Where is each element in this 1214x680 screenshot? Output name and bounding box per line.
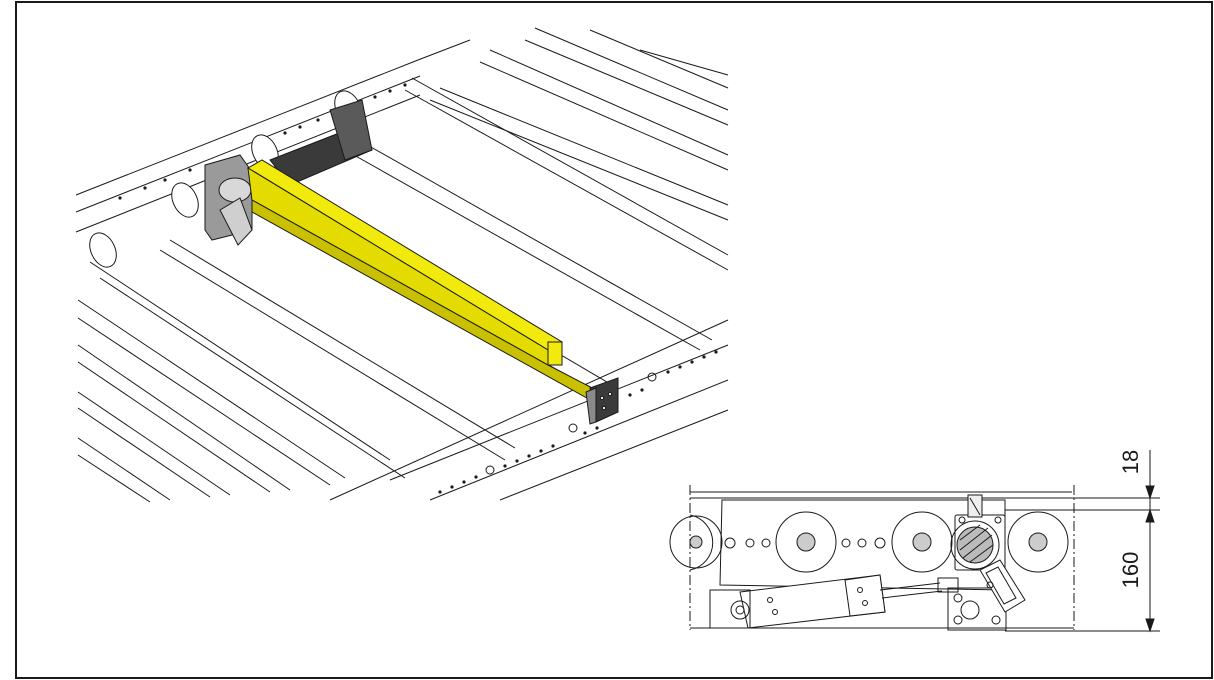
dim-arrow-160-top xyxy=(1145,508,1155,523)
right-end-bracket xyxy=(585,377,619,425)
far-rail-lower xyxy=(75,75,421,213)
far-rail-extension xyxy=(417,39,471,61)
far-rail-upper xyxy=(75,59,419,196)
far-rail-holes xyxy=(118,83,407,200)
sheet-border xyxy=(15,1,1213,679)
actuator-assembly xyxy=(204,99,373,246)
cylinder-mount xyxy=(329,99,373,161)
stopper-bar-top xyxy=(247,159,563,351)
lever-pivot xyxy=(218,177,252,203)
stopper-bar-shaft xyxy=(251,199,601,403)
roller-lines xyxy=(77,27,729,503)
near-rail-bolts xyxy=(485,372,657,475)
near-rail-holes xyxy=(438,350,718,494)
dim-arrow-18 xyxy=(1145,485,1155,500)
lever-bracket-side xyxy=(947,559,1026,631)
dim-arrow-160-bottom xyxy=(1145,618,1155,633)
stopper-bar xyxy=(247,159,601,403)
side-section-view xyxy=(669,450,1160,633)
dimension-18-label: 18 xyxy=(1118,450,1143,474)
stopper-bar-face xyxy=(247,167,549,366)
section-rollers xyxy=(669,511,1069,573)
near-rail-bottom xyxy=(499,409,729,501)
near-rail-upper xyxy=(329,319,729,501)
stopper-flap xyxy=(547,341,563,366)
near-rail-mid xyxy=(389,344,729,481)
lever-arm xyxy=(219,197,253,246)
pneumatic-cylinder-side xyxy=(709,574,959,629)
dimension-160-label: 160 xyxy=(1118,552,1143,589)
isometric-conveyor-view xyxy=(75,27,729,503)
stopper-roller-section xyxy=(950,494,1006,571)
near-rail-lower xyxy=(429,379,729,501)
